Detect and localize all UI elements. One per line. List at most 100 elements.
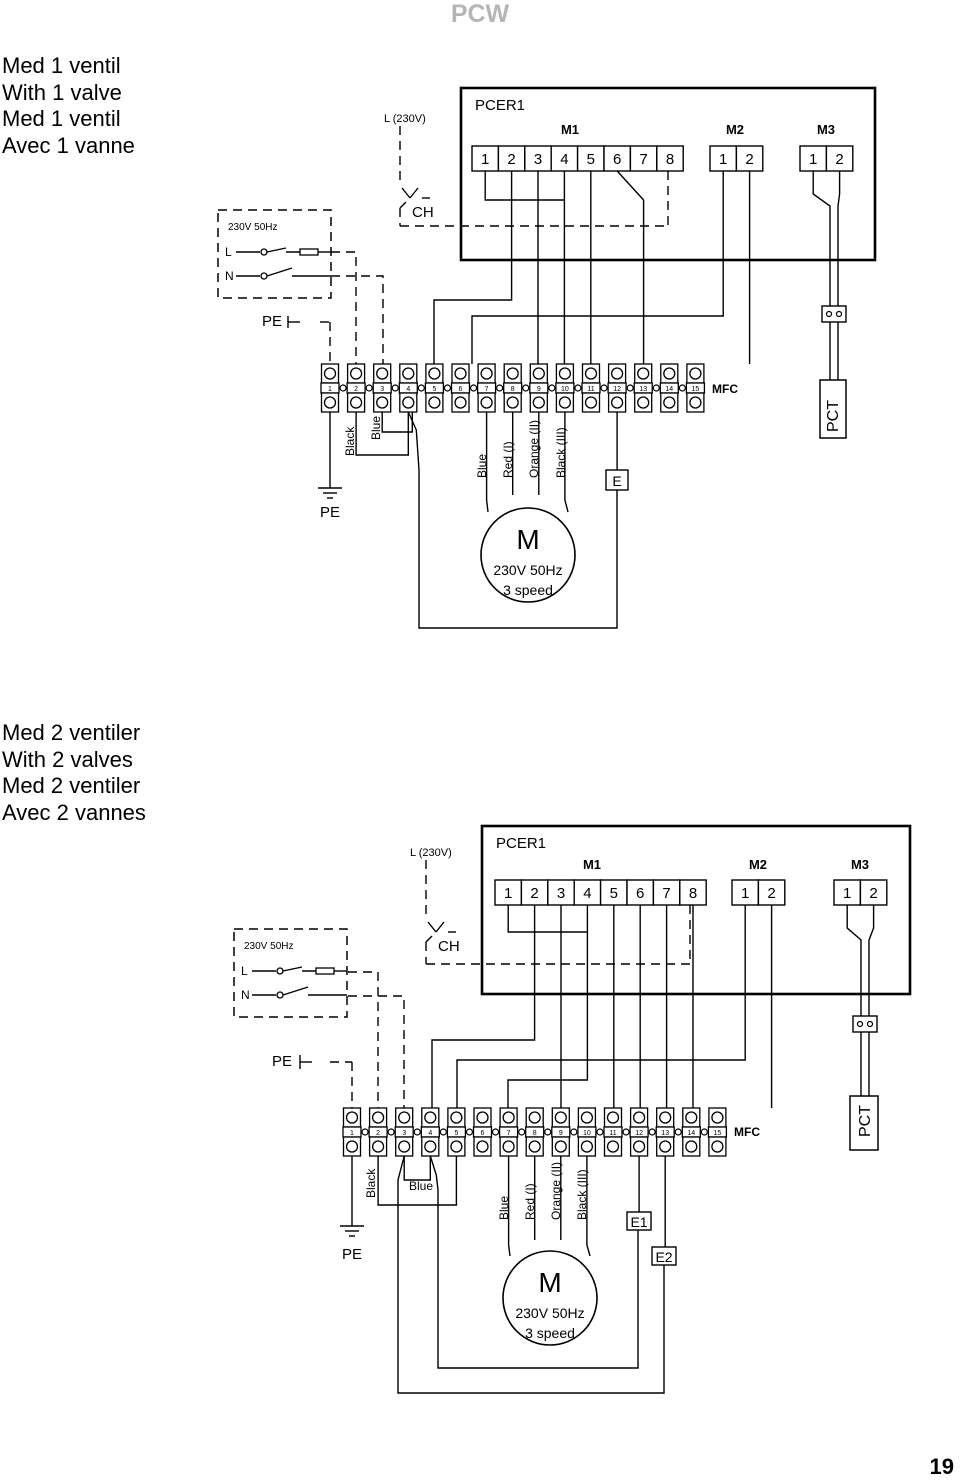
- connector-pin-icon: [835, 310, 843, 318]
- terminal-number: 11: [609, 1130, 616, 1137]
- m1-bridge: [616, 170, 645, 201]
- caption-line: With 2 valves: [2, 746, 133, 772]
- fuse-icon: [299, 248, 319, 256]
- terminal-bridge-dot: [522, 384, 530, 392]
- terminal-bridge-dot: [391, 384, 399, 392]
- ch-label: CH: [438, 938, 460, 955]
- terminal-screw-icon: [398, 1140, 411, 1153]
- terminal-screw-icon: [689, 367, 702, 380]
- terminal-screw-icon: [376, 396, 389, 409]
- mfc-label: MFC: [734, 1125, 760, 1139]
- m1-pin-box: [550, 145, 579, 172]
- motor-lead: [507, 1156, 511, 1257]
- switch-blade: [266, 267, 293, 277]
- terminal-number: 5: [454, 1130, 458, 1137]
- terminal-number: 7: [507, 1130, 511, 1137]
- terminal-screw-icon: [610, 396, 624, 409]
- terminal-screw-icon: [428, 396, 441, 409]
- terminal-screw-icon: [349, 367, 363, 380]
- terminal-screw-icon: [502, 1111, 515, 1124]
- terminal-bridge-dot: [626, 384, 634, 392]
- terminal-screw-icon: [476, 1111, 489, 1124]
- terminal-screw-icon: [685, 1111, 698, 1124]
- terminal-screw-icon: [424, 1111, 437, 1124]
- terminal-screw-icon: [480, 367, 493, 380]
- pe-top-label: PE: [262, 313, 282, 330]
- terminal-screw-icon: [580, 1111, 594, 1124]
- caption-line: With 1 valve: [2, 79, 122, 105]
- terminal-screw-icon: [637, 367, 650, 380]
- wire: [456, 905, 746, 1108]
- terminal-number: 15: [714, 1130, 722, 1137]
- terminal-screw-icon: [528, 1140, 541, 1153]
- terminal-screw-icon: [424, 1140, 437, 1153]
- terminal-number: 3: [402, 1130, 406, 1137]
- ch-label: CH: [412, 204, 434, 221]
- terminal-bridge-dot: [674, 1128, 682, 1136]
- pe-bottom-label: PE: [342, 1246, 362, 1263]
- terminal-bridge-dot: [518, 1128, 526, 1136]
- terminal-screw-icon: [528, 1111, 541, 1124]
- terminal-screw-icon: [659, 1111, 672, 1124]
- wire: [407, 411, 618, 629]
- terminal-screw-icon: [376, 367, 389, 380]
- terminal-screw-icon: [371, 1111, 385, 1124]
- terminal-bridge-dot: [413, 1128, 421, 1136]
- pct-connector: [821, 305, 847, 323]
- m1-pin-label: 3: [557, 885, 565, 902]
- supply-label: 230V 50Hz: [244, 941, 293, 952]
- terminal-screw-icon: [610, 367, 624, 380]
- terminal-screw-icon: [349, 396, 363, 409]
- wire-color-label: Blue: [497, 1196, 511, 1220]
- terminal-number: 12: [613, 386, 621, 393]
- terminal-bridge-dot: [544, 1128, 552, 1136]
- terminal-screw-icon: [663, 396, 676, 409]
- ch-switch: [399, 201, 407, 209]
- pe-top-label: PE: [272, 1053, 292, 1070]
- terminal-bridge-dot: [652, 384, 660, 392]
- m1-pin-label: 1: [481, 151, 489, 168]
- m1-pin-label: 5: [587, 151, 595, 168]
- terminal-screw-icon: [506, 396, 519, 409]
- terminal-number: 11: [587, 386, 594, 393]
- terminal-number: 4: [428, 1130, 432, 1137]
- wire-color-label: Orange (II): [527, 420, 541, 478]
- terminal-screw-icon: [632, 1140, 646, 1153]
- terminal-number: 4: [406, 386, 410, 393]
- terminal-bridge-dot: [496, 384, 504, 392]
- pct-sensor: [819, 379, 847, 439]
- wire-color-label: Black (III): [575, 1169, 589, 1220]
- line-label: L: [241, 964, 248, 978]
- caption-line: Med 2 ventiler: [2, 773, 141, 798]
- terminal-number: 10: [583, 1130, 591, 1137]
- terminal-screw-icon: [532, 367, 545, 380]
- terminal-screw-icon: [659, 1140, 672, 1153]
- page-header: PCW: [450, 0, 510, 28]
- terminal-screw-icon: [398, 1111, 411, 1124]
- wire-color-label: Black: [364, 1168, 378, 1198]
- motor-symbol: M: [516, 524, 539, 555]
- m1-pin-label: 4: [560, 151, 568, 168]
- m2-pin-label: 1: [719, 151, 727, 168]
- terminal-number: 2: [376, 1130, 380, 1137]
- m1-pin-box: [629, 145, 658, 172]
- controller-label: PCER1: [475, 97, 525, 114]
- wire-color-label: Blue: [475, 454, 489, 478]
- terminal-bridge-dot: [361, 1128, 369, 1136]
- terminal-bridge-dot: [548, 384, 556, 392]
- valve-box: [651, 1246, 677, 1266]
- m1-pin-label: 7: [662, 885, 670, 902]
- pct-label: PCT: [825, 400, 842, 432]
- valve-box: [626, 1211, 652, 1231]
- terminal-screw-icon: [685, 1140, 698, 1153]
- m1-pin-box: [520, 879, 549, 906]
- wire: [431, 905, 536, 1108]
- connector-pin-icon: [825, 310, 833, 318]
- terminal-screw-icon: [502, 1140, 515, 1153]
- pct-connector: [852, 1015, 878, 1033]
- terminal-screw-icon: [506, 367, 519, 380]
- caption-line: Med 1 ventil: [2, 53, 121, 78]
- wire-color-label: Blue: [369, 416, 383, 440]
- terminal-bridge-dot: [491, 1128, 500, 1136]
